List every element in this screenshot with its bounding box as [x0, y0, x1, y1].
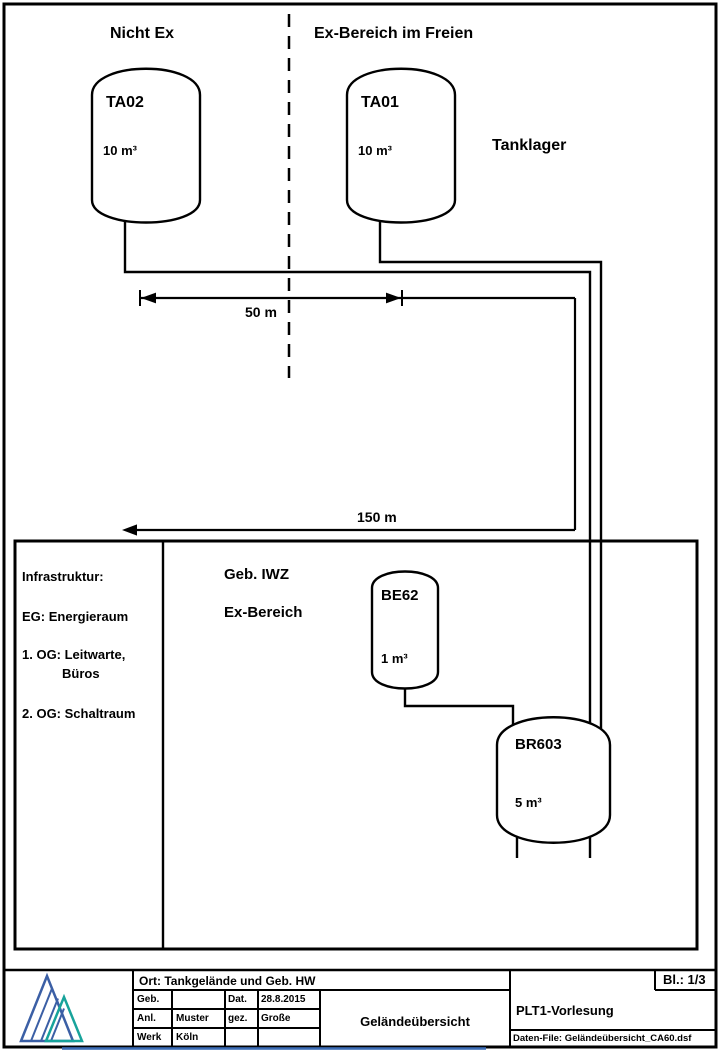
- building-outline: [13, 539, 699, 951]
- vessel-br603-volume: 5 m³: [515, 795, 542, 810]
- tank-be62-shape: [370, 570, 440, 690]
- zone-label-ex-freien: Ex-Bereich im Freien: [314, 25, 474, 42]
- titleblock-werk-value: Köln: [176, 1032, 199, 1043]
- zone-label-tanklager: Tanklager: [492, 137, 567, 154]
- tank-ta02-id: TA02: [106, 94, 144, 111]
- titleblock-anl-value: Muster: [176, 1013, 209, 1024]
- arrow-left-150m: [122, 524, 137, 536]
- titleblock-dat-label: Dat.: [228, 994, 247, 1005]
- arrow-left-50m: [141, 292, 156, 304]
- titleblock-werk-label: Werk: [137, 1032, 162, 1043]
- vessel-br603-id: BR603: [515, 736, 562, 753]
- tank-be62-id: BE62: [381, 587, 419, 604]
- company-logo: [19, 972, 84, 1043]
- titleblock-project: PLT1-Vorlesung: [516, 1003, 614, 1018]
- logo-hatch-3: [50, 1008, 65, 1042]
- dimension-label-50m: 50 m: [245, 304, 277, 320]
- infrastructure-title: Infrastruktur:: [22, 569, 104, 584]
- logo-hatch-1: [30, 988, 53, 1042]
- footer-accent-line: [62, 1047, 486, 1050]
- titleblock-gez-label: gez.: [228, 1013, 248, 1024]
- infrastructure-og1: 1. OG: Leitwarte,: [22, 647, 126, 662]
- dimension-label-150m: 150 m: [357, 509, 397, 525]
- tank-ta02-volume: 10 m³: [103, 143, 137, 158]
- building-zone-label: Ex-Bereich: [224, 604, 303, 621]
- infrastructure-eg: EG: Energieraum: [22, 609, 129, 624]
- zone-label-nicht-ex: Nicht Ex: [110, 25, 175, 42]
- tank-ta01-volume: 10 m³: [358, 143, 392, 158]
- pipe-ta02-to-br603: [123, 205, 592, 733]
- building-name: Geb. IWZ: [224, 566, 289, 583]
- arrow-right-50m: [386, 292, 401, 304]
- tank-ta01-shape: [345, 67, 457, 224]
- titleblock-drawing-title: Geländeübersicht: [360, 1014, 470, 1029]
- titleblock-geb-label: Geb.: [137, 994, 160, 1005]
- titleblock-ort: Ort: Tankgelände und Geb. HW: [139, 974, 316, 988]
- titleblock-dat-value: 28.8.2015: [261, 994, 306, 1005]
- tank-ta02-shape: [90, 67, 202, 224]
- titleblock-gez-value: Große: [261, 1013, 291, 1024]
- tank-be62-volume: 1 m³: [381, 651, 408, 666]
- infrastructure-og1b: Büros: [62, 666, 100, 681]
- logo-triangle-teal: [44, 993, 84, 1043]
- logo-triangle-blue: [19, 972, 75, 1043]
- titleblock-anl-label: Anl.: [137, 1013, 156, 1024]
- pipe-ta01-to-br603: [378, 205, 603, 733]
- pipe-be62-to-br603: [403, 675, 515, 733]
- vessel-br603-shape: [495, 716, 612, 844]
- logo-hatch-2: [40, 998, 59, 1042]
- tank-ta01-id: TA01: [361, 94, 399, 111]
- infrastructure-og2: 2. OG: Schaltraum: [22, 706, 136, 721]
- titleblock-data-file: Daten-File: Geländeübersicht_CA60.dsf: [513, 1033, 692, 1044]
- titleblock-sheet-number: Bl.: 1/3: [663, 972, 706, 987]
